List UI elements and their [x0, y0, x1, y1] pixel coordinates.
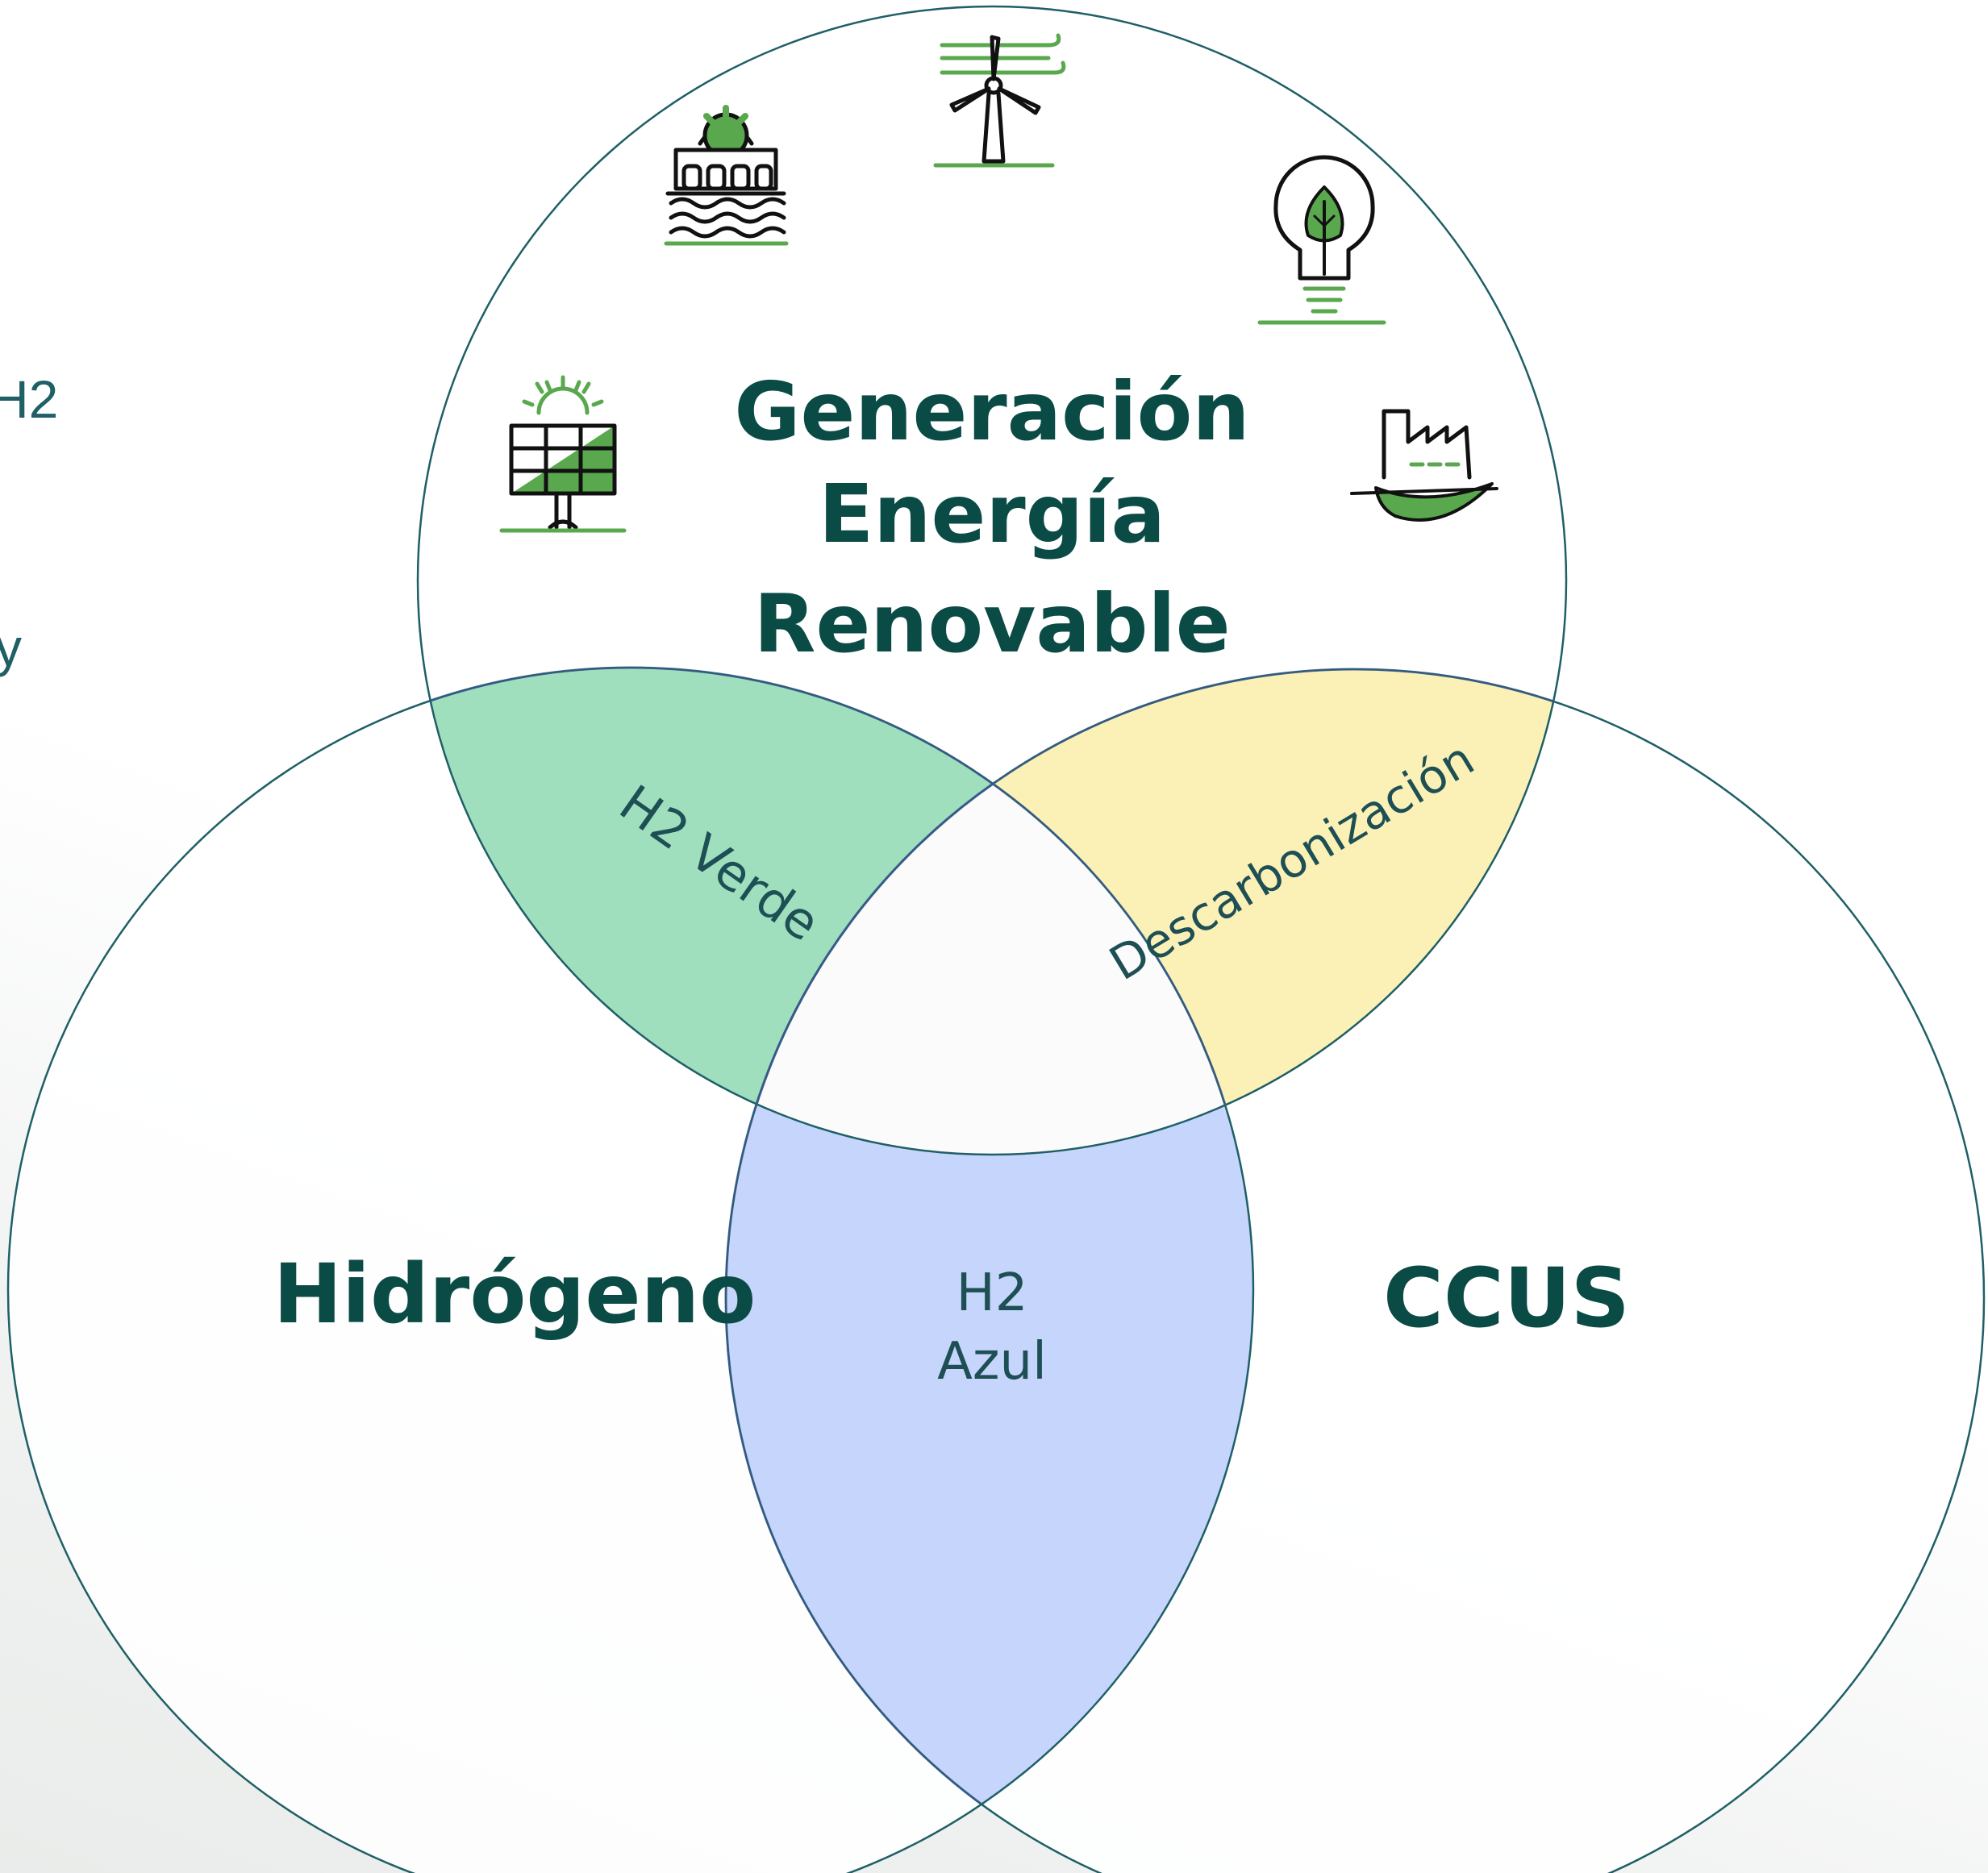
cut-off-text-fragment: y	[0, 618, 22, 677]
blue-hydrogen-label-line-2: Azul	[937, 1332, 1047, 1392]
wind-turbine-icon	[933, 33, 1066, 168]
hydropower-icon	[664, 105, 789, 246]
ccus-label: CCUS	[1383, 1251, 1630, 1346]
solar-panel-icon	[499, 375, 627, 533]
green-factory-icon	[1350, 409, 1498, 522]
renewable-title-line-1: Generación	[734, 364, 1249, 459]
eco-lightbulb-icon	[1257, 155, 1386, 325]
cut-off-text-fragment: H2	[0, 369, 59, 429]
center-intersection	[726, 669, 1253, 1155]
renewable-title-line-2: Energía	[819, 467, 1165, 561]
renewable-title-line-3: Renovable	[753, 576, 1230, 671]
blue-hydrogen-label-line-1: H2	[956, 1263, 1028, 1323]
hydrogen-label: Hidrógeno	[273, 1247, 756, 1342]
